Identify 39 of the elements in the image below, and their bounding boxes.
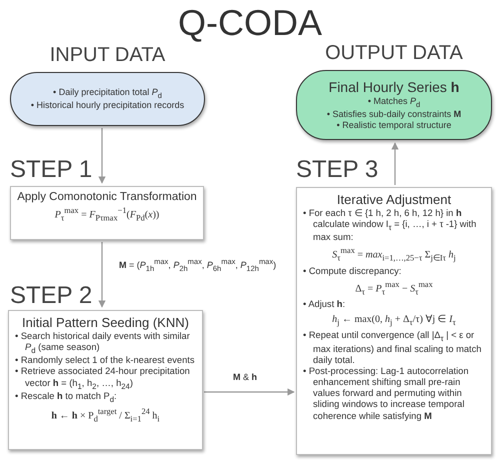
- heading: Iterative Adjustment: [336, 192, 452, 207]
- edge-label: M & h: [232, 372, 258, 382]
- bullet-text: • For each τ ∈ {1 h, 2 h, 6 h, 12 h} in h calculate window I$_{τ}$ = {i, …, i + τ -1} with max sum:: [303, 208, 478, 244]
- process-box: [296, 187, 492, 455]
- arrow: [204, 388, 295, 396]
- section-heading: OUTPUT DATA: [324, 42, 464, 65]
- process-box: [8, 310, 203, 450]
- bullet-text: • Satisfies sub-daily constraints M: [326, 109, 462, 120]
- bullet-text: • Search historical daily events with similar P$_{d}$ (same season): [15, 331, 191, 356]
- process-box: [10, 186, 204, 240]
- title: Q-CODA: [177, 2, 323, 44]
- output-terminal: [296, 70, 492, 140]
- arrow: [391, 142, 399, 185]
- bullet-text: • Retrieve associated 24-hour precipitation vector h = (h$_{1}$, h$_{2}$, …, h$_{24}$): [15, 366, 191, 391]
- bullet-text: • Compute discrepancy:: [303, 266, 402, 277]
- heading: Apply Comonotonic Transformation: [17, 191, 197, 203]
- bullet-text: • Realistic temporal structure: [336, 120, 452, 131]
- formula: S$_{τ}$$^{max}$ = max$_{i=1,…,25−τ}$ Σ$_{j∈Iτ}$ h$_{j}$: [331, 246, 457, 263]
- bullet-text: • Repeat until convergence (all |Δ$_{τ}$ | < ε or max iterations) and final scaling to match daily total.: [303, 330, 482, 366]
- heading: Final Hourly Series h: [328, 79, 460, 96]
- formula: h ← h × P$_{d}$$^{target}$ / Σ$_{i=1}$$^{24}$ h$_{i}$: [50, 406, 161, 424]
- bullet-text: • Post-processing: Lag-1 autocorrelation enhancement shifting small pre-rain values forward and permuting within sliding windows to increase temporal coherence while satisfying M: [303, 366, 470, 422]
- section-heading: STEP 3: [296, 156, 378, 184]
- formula: P$_{τ}$$^{max}$ = F$_{Pτmax}$$^{−1}$(F$_{Pd}$(x)): [54, 206, 160, 222]
- arrow: [98, 128, 106, 184]
- formula: h$_{j}$ ← max(0, h$_{j}$ + Δ$_{τ}$/τ) ∀j ∈ I$_{τ}$: [331, 313, 457, 328]
- bullet-text: • Historical hourly precipitation records: [30, 100, 184, 111]
- bullet-text: • Daily precipitation total P$_{d}$: [53, 87, 162, 100]
- arrow: [98, 242, 106, 308]
- section-heading: STEP 1: [10, 156, 92, 184]
- bullet-text: • Randomly select 1 of the k-nearest events: [15, 355, 196, 366]
- section-heading: STEP 2: [10, 282, 92, 310]
- heading: Initial Pattern Seeding (KNN): [21, 315, 190, 330]
- bullet-text: • Matches P$_{d}$: [368, 96, 420, 110]
- edge-label: M = (P$_{1h}$$^{max}$, P$_{2h}$$^{max}$, P$_{6h}$$^{max}$, P$_{12h}$$^{max}$): [118, 257, 278, 273]
- input-terminal: [10, 72, 205, 126]
- bullet-text: • Adjust h:: [303, 299, 346, 310]
- section-heading: INPUT DATA: [48, 44, 166, 67]
- bullet-text: • Rescale h to match P$_{d}$:: [15, 390, 118, 404]
